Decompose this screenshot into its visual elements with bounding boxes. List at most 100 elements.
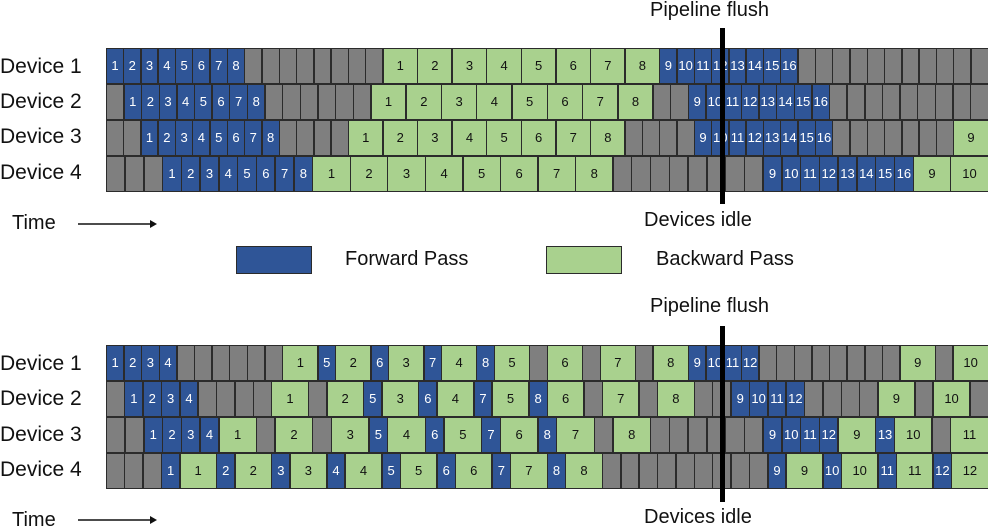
forward-pass-cell: 15 bbox=[763, 48, 782, 84]
forward-pass-cell: 9 bbox=[694, 120, 712, 156]
forward-pass-cell: 16 bbox=[815, 120, 833, 156]
time-arrow-icon bbox=[78, 516, 157, 524]
device-label: Device 1 bbox=[0, 55, 82, 78]
forward-pass-cell: 8 bbox=[547, 453, 566, 489]
forward-pass-cell: 8 bbox=[476, 345, 495, 381]
forward-pass-cell: 16 bbox=[894, 156, 914, 192]
idle-pass-cell bbox=[142, 453, 162, 489]
forward-pass-cell: 6 bbox=[227, 120, 245, 156]
forward-pass-cell: 15 bbox=[797, 120, 816, 156]
idle-pass-cell bbox=[583, 381, 603, 417]
forward-pass-cell: 10 bbox=[676, 48, 695, 84]
backward-pass-cell: 8 bbox=[590, 120, 626, 156]
forward-pass-cell: 5 bbox=[194, 84, 213, 120]
backward-pass-cell: 2 bbox=[274, 417, 313, 453]
idle-pass-cell bbox=[866, 120, 885, 156]
idle-pass-cell bbox=[106, 156, 126, 192]
forward-pass-cell: 8 bbox=[227, 48, 245, 84]
forward-pass-cell: 10 bbox=[749, 381, 769, 417]
backward-pass-cell: 1 bbox=[312, 156, 351, 192]
backward-pass-cell: 3 bbox=[289, 453, 328, 489]
idle-pass-cell bbox=[884, 120, 903, 156]
idle-pass-cell bbox=[624, 120, 643, 156]
forward-pass-cell: 9 bbox=[688, 345, 707, 381]
idle-pass-cell bbox=[899, 84, 919, 120]
idle-pass-cell bbox=[650, 156, 670, 192]
idle-pass-cell bbox=[106, 453, 125, 489]
idle-pass-cell bbox=[918, 120, 937, 156]
backward-pass-cell: 1 bbox=[348, 120, 384, 156]
forward-pass-cell: 4 bbox=[158, 345, 178, 381]
idle-pass-cell bbox=[953, 48, 972, 84]
idle-pass-cell bbox=[725, 417, 745, 453]
forward-pass-cell: 13 bbox=[875, 417, 895, 453]
forward-pass-cell: 1 bbox=[143, 417, 163, 453]
backward-pass-cell: 4 bbox=[436, 381, 475, 417]
backward-pass-cell: 7 bbox=[599, 345, 636, 381]
forward-pass-cell: 13 bbox=[837, 156, 858, 192]
idle-pass-cell bbox=[917, 84, 936, 120]
idle-pass-cell bbox=[106, 120, 124, 156]
idle-pass-cell bbox=[247, 345, 266, 381]
forward-pass-cell: 5 bbox=[363, 381, 383, 417]
idle-pass-cell bbox=[602, 453, 622, 489]
forward-pass-cell: 7 bbox=[491, 453, 511, 489]
device-label: Device 4 bbox=[0, 161, 82, 184]
backward-pass-cell: 5 bbox=[443, 417, 482, 453]
idle-pass-cell bbox=[312, 417, 332, 453]
forward-pass-cell: 2 bbox=[141, 84, 160, 120]
idle-pass-cell bbox=[793, 345, 813, 381]
backward-pass-cell: 3 bbox=[381, 381, 419, 417]
backward-pass-cell: 12 bbox=[951, 453, 988, 489]
idle-pass-cell bbox=[348, 48, 366, 84]
forward-pass-cell: 5 bbox=[381, 453, 401, 489]
idle-pass-cell bbox=[261, 48, 280, 84]
forward-pass-cell: 8 bbox=[293, 156, 314, 192]
forward-pass-cell: 6 bbox=[256, 156, 276, 192]
backward-pass-cell: 8 bbox=[565, 453, 603, 489]
forward-pass-cell: 9 bbox=[762, 156, 783, 192]
forward-pass-cell: 3 bbox=[175, 120, 194, 156]
forward-pass-cell: 4 bbox=[157, 48, 176, 84]
idle-pass-cell bbox=[901, 120, 920, 156]
idle-pass-cell bbox=[811, 345, 830, 381]
idle-pass-cell bbox=[797, 48, 816, 84]
idle-pass-cell bbox=[694, 381, 713, 417]
backward-pass-cell: 6 bbox=[455, 453, 493, 489]
idle-pass-cell bbox=[675, 453, 695, 489]
backward-pass-cell: 1 bbox=[382, 48, 418, 84]
backward-pass-cell: 10 bbox=[894, 417, 933, 453]
forward-pass-cell: 16 bbox=[780, 48, 799, 84]
forward-pass-cell: 4 bbox=[326, 453, 346, 489]
backward-pass-cell: 4 bbox=[425, 156, 464, 192]
idle-pass-cell bbox=[124, 417, 145, 453]
backward-pass-cell: 9 bbox=[877, 381, 916, 417]
forward-pass-cell: 2 bbox=[123, 345, 142, 381]
pipeline-flush-label: Pipeline flush bbox=[650, 0, 769, 21]
idle-pass-cell bbox=[244, 48, 263, 84]
idle-pass-cell bbox=[620, 453, 640, 489]
idle-pass-cell bbox=[582, 345, 601, 381]
forward-pass-cell: 12 bbox=[745, 120, 764, 156]
backward-pass-cell: 7 bbox=[582, 84, 619, 120]
forward-pass-cell: 9 bbox=[762, 417, 783, 453]
idle-pass-cell bbox=[313, 48, 332, 84]
forward-pass-cell: 7 bbox=[481, 417, 501, 453]
idle-pass-cell bbox=[659, 120, 678, 156]
backward-pass-cell: 4 bbox=[476, 84, 513, 120]
backward-pass-cell: 1 bbox=[282, 345, 319, 381]
forward-pass-cell: 7 bbox=[473, 381, 493, 417]
forward-pass-cell: 3 bbox=[161, 381, 181, 417]
backward-pass-cell: 4 bbox=[387, 417, 426, 453]
idle-pass-cell bbox=[176, 345, 195, 381]
time-label: Time bbox=[12, 212, 56, 234]
forward-pass-cell: 3 bbox=[271, 453, 291, 489]
backward-pass-cell: 3 bbox=[388, 345, 425, 381]
time-label: Time bbox=[12, 509, 56, 531]
idle-pass-cell bbox=[864, 84, 883, 120]
forward-pass-cell: 6 bbox=[436, 453, 456, 489]
idle-pass-cell bbox=[330, 120, 349, 156]
idle-pass-cell bbox=[197, 381, 217, 417]
forward-pass-cell: 1 bbox=[162, 156, 182, 192]
forward-pass-cell: 11 bbox=[877, 453, 897, 489]
